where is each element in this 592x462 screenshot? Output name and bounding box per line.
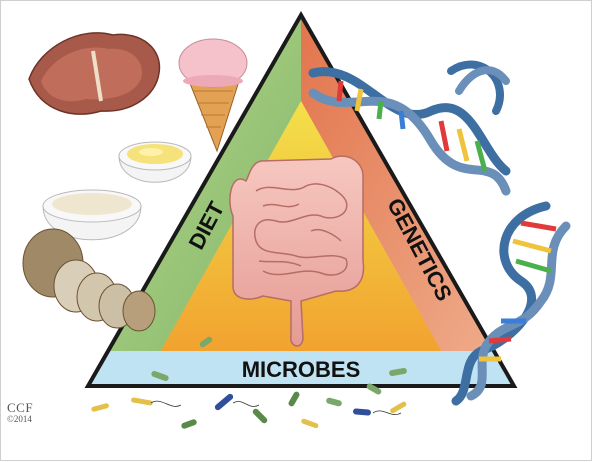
microbes-label: MICROBES	[242, 357, 361, 382]
steak-illustration	[29, 33, 159, 114]
credit-year: ©2014	[7, 415, 33, 424]
credit-ccf: CCF	[7, 401, 33, 414]
bread-illustration	[23, 229, 155, 331]
copyright-credit: CCF ©2014	[7, 401, 33, 424]
butter-bowl-illustration	[119, 142, 191, 182]
